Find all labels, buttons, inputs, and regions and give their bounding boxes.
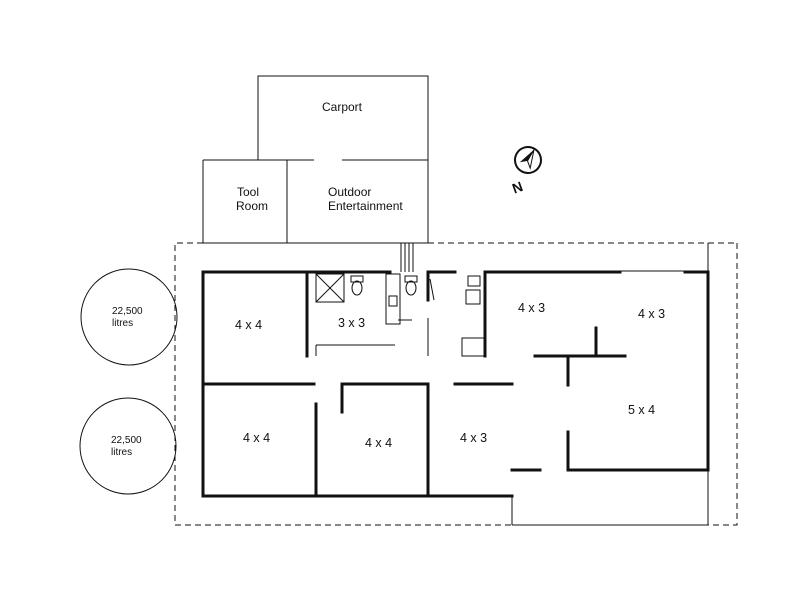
room-label-bed-bottom-middle: 4 x 4 [365,436,392,450]
water-tank-bottom: 22,500 litres [79,397,177,495]
room-label-bed-top-left: 4 x 4 [235,318,262,332]
water-tank-top: 22,500 litres [80,268,178,366]
tank-bottom-unit: litres [111,447,132,458]
room-label-room-top-right: 4 x 3 [638,307,665,321]
room-label-bed-bottom-left: 4 x 4 [243,431,270,445]
carport: Carport [203,75,429,243]
tool-room-label-line2: Room [236,199,268,213]
tank-bottom-capacity: 22,500 [111,435,142,446]
tool-room: Tool Room [202,160,288,244]
room-label-room-bottom-right: 4 x 3 [460,431,487,445]
tank-top-unit: litres [112,318,133,329]
north-arrow-icon [514,146,542,174]
room-labels: 4 x 4 3 x 3 4 x 3 4 x 3 5 x 4 4 x 4 4 x … [235,301,665,450]
compass-letter: N [510,178,525,196]
tank-top-capacity: 22,500 [112,306,143,317]
steps [400,243,414,272]
interior-walls [201,270,627,498]
bathroom-fixtures [315,273,485,357]
outdoor-label-line1: Outdoor [328,185,371,199]
tool-room-label-line1: Tool [237,185,259,199]
room-label-bathroom: 3 x 3 [338,316,365,330]
room-label-living: 5 x 4 [628,403,655,417]
outdoor-entertainment: Outdoor Entertainment [287,185,428,244]
room-label-room-top-middle: 4 x 3 [518,301,545,315]
outdoor-label-line2: Entertainment [328,199,403,213]
carport-label: Carport [322,100,363,114]
